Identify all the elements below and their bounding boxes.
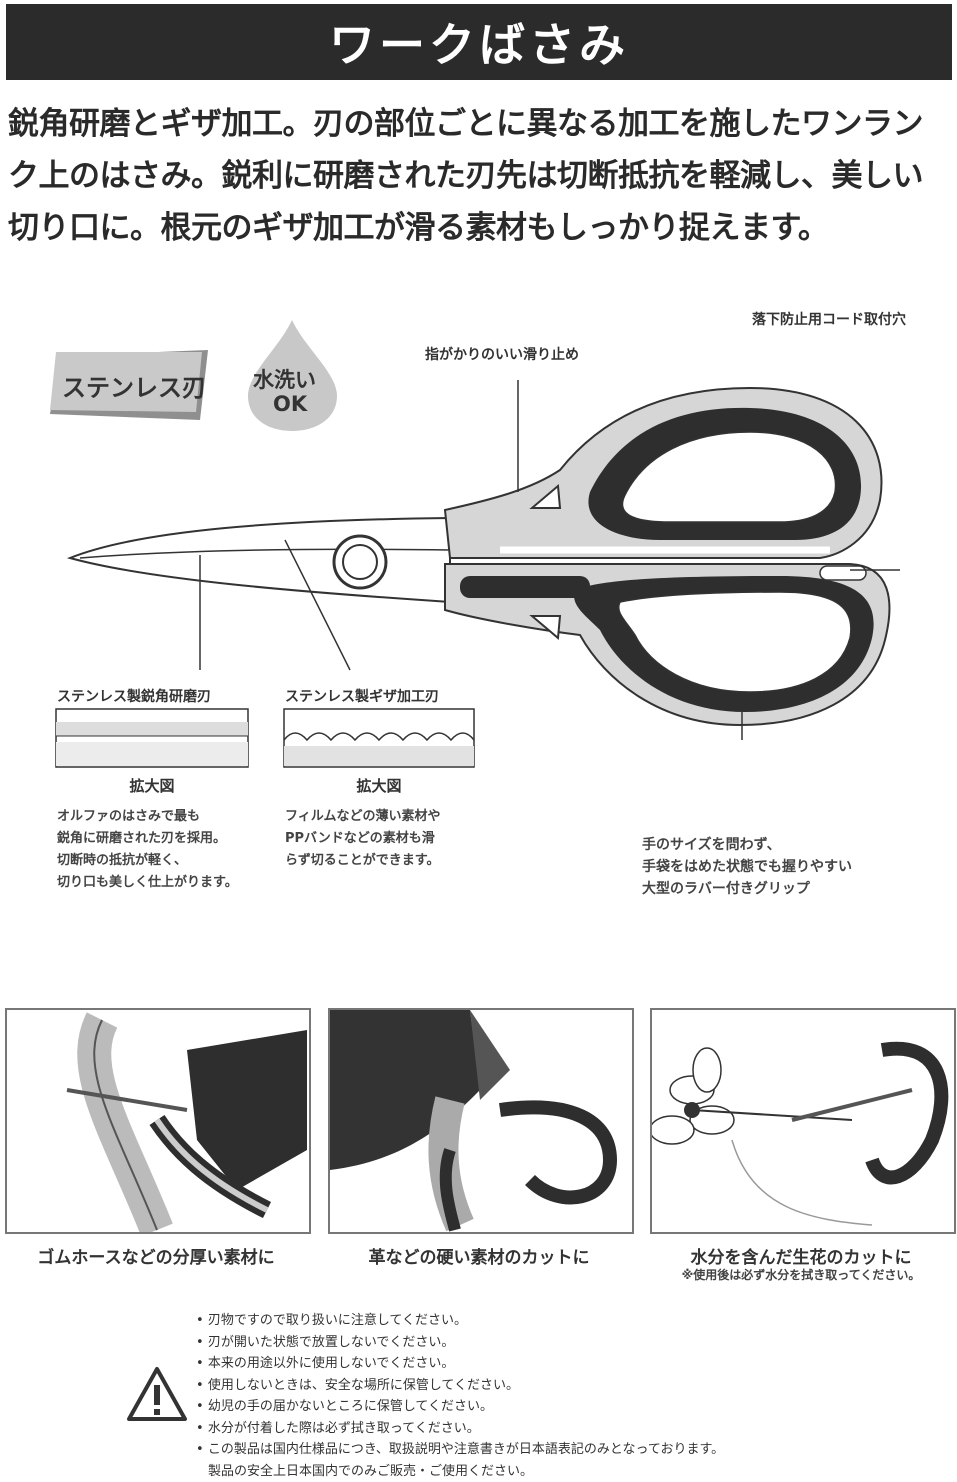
- warning-icon: [127, 1367, 187, 1421]
- photo-leather: [328, 1008, 634, 1234]
- stainless-badge: ステンレス刃: [50, 350, 210, 422]
- warning-item: 製品の安全上日本国内でのみご販売・ご使用ください。: [208, 1463, 534, 1479]
- warning-item: 水分が付着した際は必ず拭き取ってください。: [196, 1418, 724, 1440]
- photo-caption-flower: 水分を含んだ生花のカットに: [690, 1248, 912, 1268]
- photo-flower: [650, 1008, 956, 1234]
- stainless-badge-label: ステンレス刃: [62, 374, 206, 402]
- warning-item: 刃物ですので取り扱いに注意してください。: [196, 1310, 724, 1332]
- callout-cord-hole: 落下防止用コード取付穴: [752, 312, 906, 328]
- note-serrated: フィルムなどの薄い素材や PPバンドなどの素材も滑 らず切ることができます。: [285, 809, 441, 868]
- warning-item: 刃が開いた状態で放置しないでください。: [196, 1332, 724, 1354]
- callout-blade-serrated: ステンレス製ギザ加工刃: [285, 689, 439, 705]
- zoom-label-2: 拡大図: [356, 777, 402, 795]
- callout-blade-sharp: ステンレス製鋭角研磨刃: [57, 689, 211, 705]
- note-grip: 手のサイズを問わず、 手袋をはめた状態でも握りやすい 大型のラバー付きグリップ: [642, 837, 852, 897]
- photo-subnote-flower: ※使用後は必ず水分を拭き取ってください。: [681, 1268, 921, 1282]
- zoom-sharp-diagram: [55, 708, 249, 768]
- warning-item: 使用しないときは、安全な場所に保管してください。: [196, 1375, 724, 1397]
- warning-item: この製品は国内仕様品につき、取扱説明や注意書きが日本語表記のみとなっております。: [196, 1439, 724, 1461]
- title-bar: ワークばさみ: [6, 4, 952, 80]
- water-ok-line2: OK: [273, 392, 308, 416]
- water-ok-badge: 水洗い OK: [245, 318, 340, 433]
- photo-hose: [5, 1008, 311, 1234]
- water-drop-icon: [248, 320, 337, 431]
- photo-caption-leather: 革などの硬い素材のカットに: [368, 1248, 590, 1268]
- intro-text: 鋭角研磨とギザ加工。刃の部位ごとに異なる加工を施したワンランク上のはさみ。鋭利に…: [8, 106, 924, 246]
- photo-caption-hose: ゴムホースなどの分厚い素材に: [37, 1248, 275, 1268]
- page-title: ワークばさみ: [329, 18, 629, 72]
- zoom-label-1: 拡大図: [129, 777, 175, 795]
- warnings-list: 刃物ですので取り扱いに注意してください。 刃が開いた状態で放置しないでください。…: [196, 1310, 724, 1482]
- callout-finger-rest: 指がかりのいい滑り止め: [425, 347, 579, 363]
- zoom-serrated-diagram: [283, 708, 475, 768]
- warning-item: 幼児の手の届かないところに保管してください。: [196, 1396, 724, 1418]
- warning-item: 本来の用途以外に使用しないでください。: [196, 1353, 724, 1375]
- note-sharp: オルファのはさみで最も 鋭角に研磨された刃を採用。 切断時の抵抗が軽く、 切り口…: [57, 809, 238, 890]
- water-ok-line1: 水洗い: [253, 368, 316, 392]
- scissors-illustration: [66, 380, 900, 740]
